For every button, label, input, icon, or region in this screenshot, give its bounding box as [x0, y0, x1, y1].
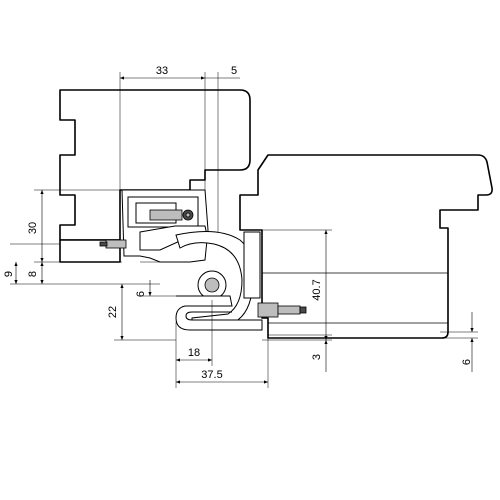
leaf-plate: [257, 302, 279, 318]
pivot-inner: [204, 277, 220, 293]
screw-center: [185, 212, 191, 218]
screw-shank: [149, 209, 183, 221]
lower-clip: [175, 295, 263, 331]
dim-9-label: 9: [3, 271, 15, 277]
hinge-inner-plate: [243, 231, 261, 299]
dim-8-label: 8: [27, 271, 39, 277]
leaf-screw-tip: [299, 306, 307, 314]
dim-6a-label: 6: [135, 291, 147, 297]
dim-18-label: 18: [188, 347, 200, 359]
adjust-screw: [105, 239, 127, 249]
leaf-screw: [277, 305, 301, 315]
dim-22-label: 22: [107, 306, 119, 318]
dim-6b-label: 6: [461, 359, 473, 365]
dim-3-label: 3: [311, 354, 323, 360]
dim-30-label: 30: [27, 222, 39, 234]
dim-33-label: 33: [156, 65, 168, 77]
door-leaf-profile: [239, 154, 493, 339]
adjust-screw-tip: [99, 241, 108, 247]
dim-40-7-label: 40.7: [311, 279, 323, 300]
dim-5-label: 5: [231, 65, 237, 77]
dim-37-5-label: 37.5: [201, 369, 222, 381]
frame-profile: [59, 89, 251, 241]
